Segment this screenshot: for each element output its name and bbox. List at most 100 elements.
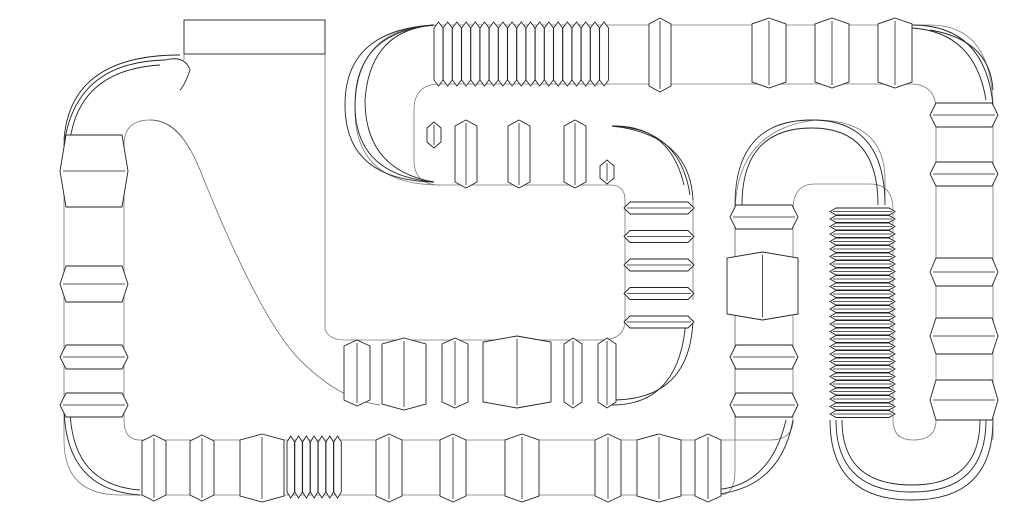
roller-36	[929, 257, 999, 287]
roller-67	[729, 204, 799, 230]
roller-35	[929, 161, 999, 187]
roller-87	[309, 435, 319, 499]
roller-17	[580, 21, 591, 87]
roller-52	[829, 305, 896, 313]
roller-29	[623, 201, 695, 215]
roller-13	[543, 21, 554, 87]
roller-80	[597, 337, 617, 409]
berm-mid-2	[611, 125, 694, 201]
roller-56	[829, 335, 896, 343]
berm-mid-3	[611, 125, 685, 186]
roller-86	[302, 435, 311, 499]
roller-37	[929, 317, 999, 355]
roller-10	[516, 21, 527, 87]
berm-right-loop	[734, 119, 886, 206]
berm-left-top-2	[63, 58, 191, 146]
roller-24	[426, 121, 442, 149]
roller-12	[534, 21, 545, 87]
berm-left-top-3	[69, 64, 161, 141]
roller-44	[829, 245, 896, 253]
roller-22	[814, 17, 850, 89]
roller-3	[451, 21, 462, 87]
roller-76	[381, 337, 427, 411]
berm-top-right-2	[911, 27, 987, 101]
roller-4	[461, 21, 472, 87]
roller-74	[59, 392, 129, 418]
rollers	[59, 17, 999, 503]
berm-bottom-loop-2	[835, 419, 987, 493]
roller-57	[829, 342, 896, 351]
roller-45	[829, 252, 896, 261]
roller-65	[829, 402, 896, 411]
roller-41	[829, 222, 896, 231]
roller-81	[141, 434, 167, 502]
roller-73	[59, 344, 129, 370]
roller-89	[325, 435, 334, 499]
berms	[63, 24, 994, 501]
roller-85	[294, 435, 303, 499]
roller-83	[239, 433, 285, 503]
berm-bottom-right-2	[711, 419, 787, 491]
roller-28	[599, 159, 615, 185]
roller-46	[829, 260, 896, 268]
roller-88	[317, 435, 327, 499]
roller-9	[507, 21, 518, 87]
roller-71	[59, 134, 129, 208]
berm-bottom-loop	[829, 419, 994, 501]
roller-49	[829, 282, 896, 291]
roller-62	[829, 380, 896, 388]
roller-69	[729, 344, 799, 370]
roller-32	[623, 287, 695, 300]
roller-43	[829, 237, 896, 246]
roller-59	[829, 357, 896, 366]
berm-left-bottom	[63, 404, 141, 496]
roller-60	[829, 365, 896, 373]
roller-16	[571, 21, 582, 87]
roller-94	[594, 433, 622, 503]
roller-42	[829, 230, 896, 238]
roller-11	[525, 21, 536, 87]
roller-95	[636, 433, 682, 503]
berm-top-right-3	[929, 29, 994, 91]
roller-79	[563, 337, 583, 409]
roller-21	[751, 17, 787, 89]
roller-77	[441, 337, 469, 409]
roller-61	[829, 372, 896, 381]
start-gate	[183, 19, 326, 55]
roller-64	[829, 395, 896, 403]
roller-33	[623, 315, 695, 329]
roller-30	[623, 230, 695, 243]
roller-68	[726, 251, 799, 321]
roller-2	[442, 21, 453, 87]
roller-66	[829, 410, 896, 418]
roller-54	[829, 320, 896, 328]
berm-mid-right	[611, 319, 694, 401]
roller-15	[562, 21, 573, 87]
roller-18	[589, 21, 600, 87]
roller-26	[507, 119, 531, 189]
roller-84	[286, 435, 295, 499]
roller-51	[829, 297, 896, 306]
roller-96	[694, 433, 722, 503]
berm-bottom-right	[706, 419, 794, 496]
roller-14	[553, 21, 564, 87]
roller-92	[439, 433, 467, 503]
roller-70	[729, 392, 799, 418]
track-diagonal	[149, 119, 381, 406]
roller-1	[433, 21, 444, 87]
roller-39	[829, 207, 896, 216]
roller-27	[563, 119, 587, 189]
berm-top-left	[344, 24, 435, 183]
roller-47	[829, 267, 896, 276]
roller-78	[482, 335, 552, 409]
roller-82	[189, 434, 215, 502]
roller-93	[504, 433, 540, 503]
roller-31	[623, 258, 695, 272]
roller-50	[829, 290, 896, 298]
roller-8	[497, 21, 508, 87]
berm-top-left-3	[364, 24, 435, 183]
roller-40	[829, 215, 896, 223]
roller-75	[343, 339, 371, 407]
